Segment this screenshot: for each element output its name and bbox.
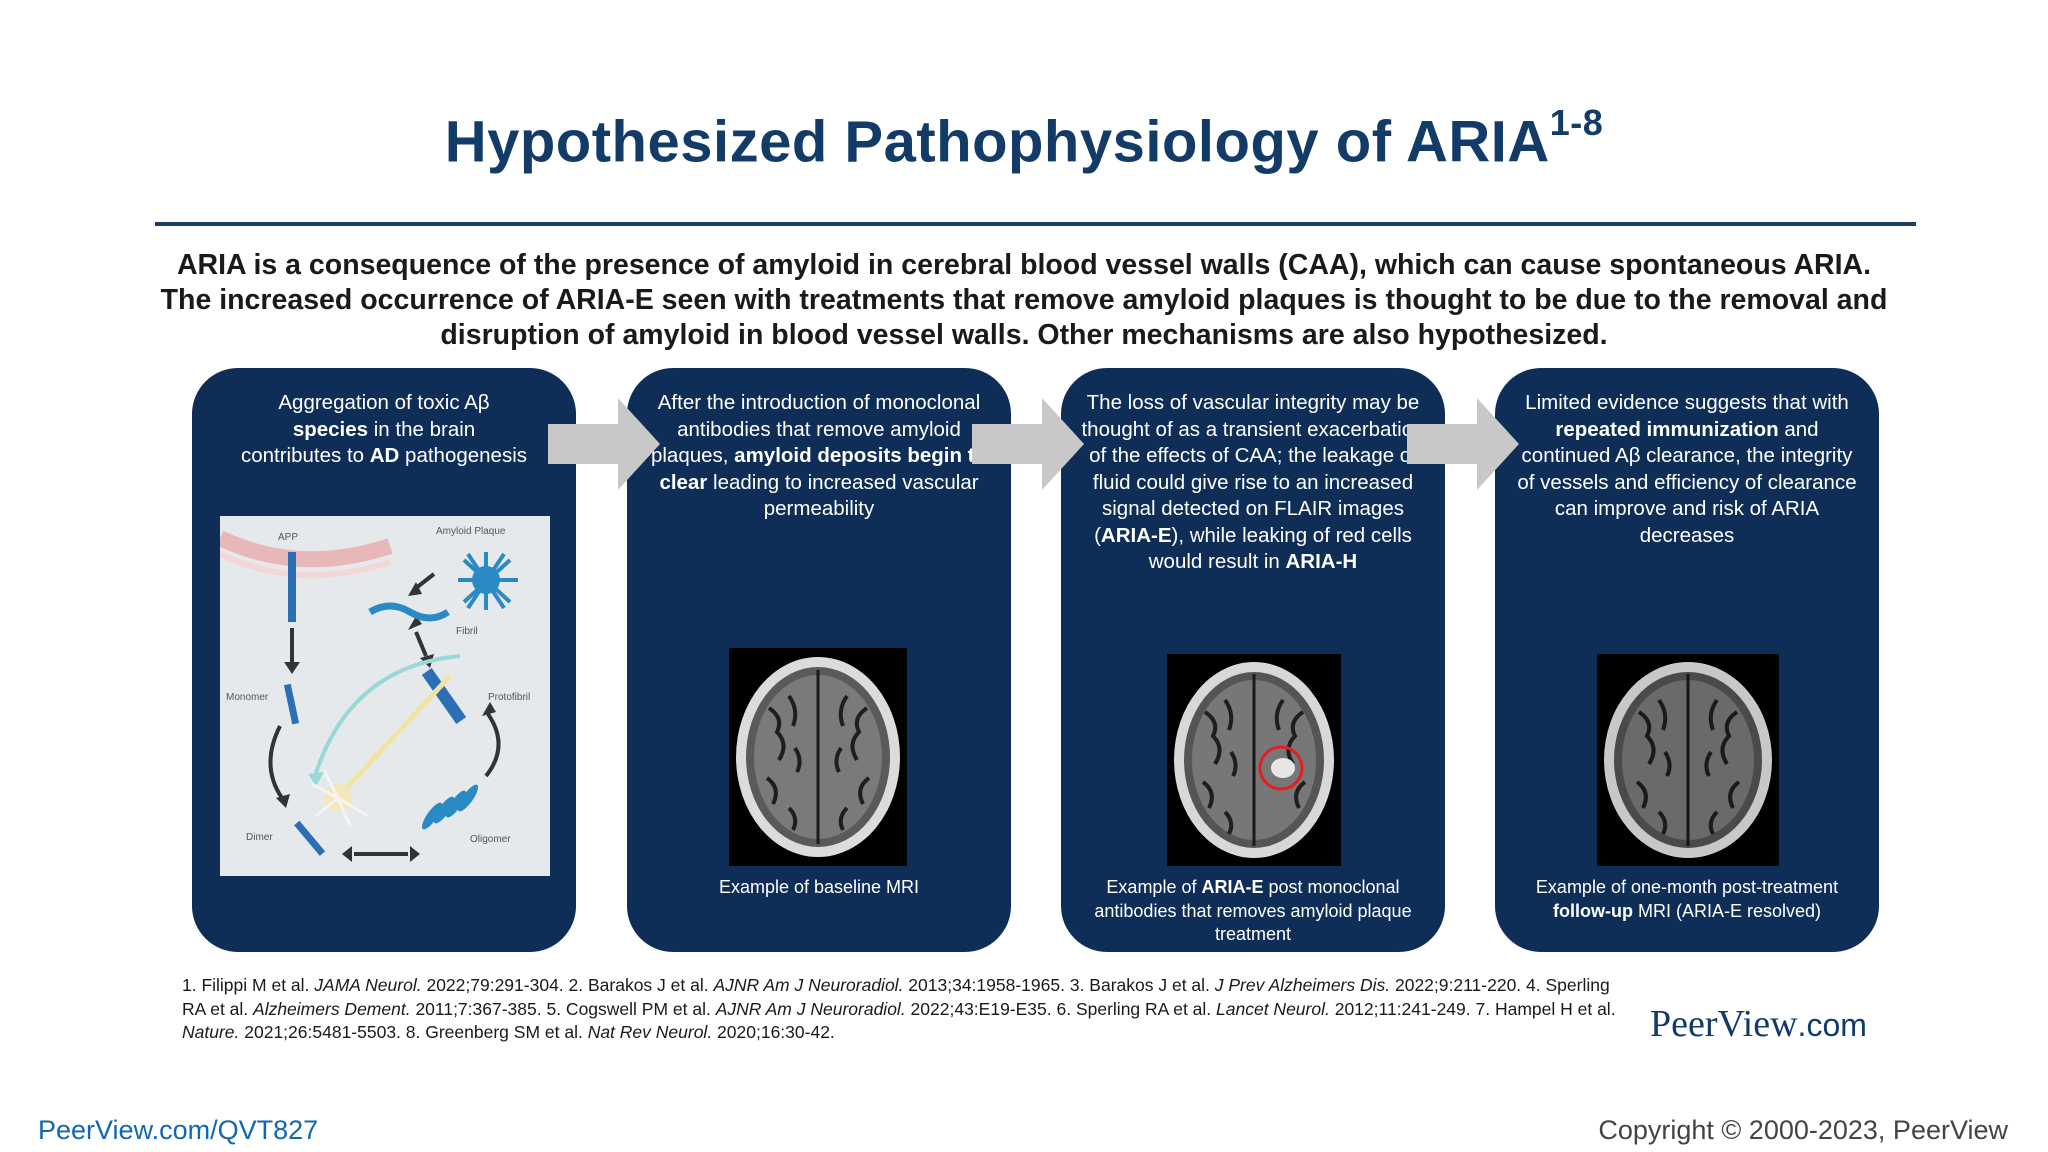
body-text: Example of (1106, 877, 1202, 897)
body-text: Limited evidence suggests that with (1525, 391, 1849, 414)
aria-e-lesion-highlight (1258, 745, 1304, 791)
fibril-mark (368, 602, 450, 622)
journal-name: AJNR Am J Neuroradiol. (715, 998, 906, 1019)
flow-arrow-1 (548, 398, 660, 490)
slide-title-text: Hypothesized Pathophysiology of ARIA (444, 109, 1550, 175)
body-text: leading to increased vascular permeabili… (707, 470, 979, 521)
reference-text: 1. Filippi M et al. (182, 975, 315, 995)
reference-text: 2012;11:241-249. 7. Hampel H et al. (1329, 998, 1616, 1019)
panel-vascular-integrity: The loss of vascular integrity may be th… (1061, 368, 1445, 952)
reference-text: 2022;79:291-304. 2. Barakos J et al. (421, 975, 714, 995)
body-text: in the brain contributes to (240, 417, 476, 468)
panel-text: Limited evidence suggests that with repe… (1515, 390, 1859, 549)
amyloid-plaque-mark (458, 552, 518, 610)
reference-text: 2022;9:211-220. 4. Sperling RA et al. (182, 975, 1610, 1019)
protofibril-mark (421, 667, 467, 725)
body-text: pathogenesis (399, 444, 528, 467)
body-text: Example of one-month post-treatment (1535, 877, 1839, 897)
emphasis-text: amyloid deposits begin to clear (659, 444, 988, 494)
slide-title-superscript: 1-8 (1549, 102, 1604, 143)
aria-e-mri-image (1167, 654, 1341, 866)
emphasis-text: ARIA-E (1100, 523, 1172, 547)
dimer-mark (294, 820, 326, 856)
title-divider (155, 222, 1916, 226)
journal-name: Alzheimers Dement. (253, 998, 411, 1019)
label-fibril: Fibril (456, 626, 478, 637)
image-caption: Example of ARIA-E post monoclonal antibo… (1075, 876, 1431, 947)
panel-aggregation: Aggregation of toxic Aβ species in the b… (192, 368, 576, 952)
mri-svg (1604, 662, 1772, 858)
body-text: Aggregation of toxic Aβ (278, 391, 490, 414)
baseline-mri-image (729, 648, 907, 866)
brand-name: PeerView (1650, 1003, 1798, 1045)
label-amyloid-plaque: Amyloid Plaque (436, 526, 506, 537)
monomer-mark (283, 683, 300, 725)
body-text: and continued Aβ clearance, the integrit… (1517, 417, 1857, 547)
panel-text: After the introduction of monoclonal ant… (647, 390, 991, 523)
panel-repeated-immunization: Limited evidence suggests that with repe… (1495, 368, 1879, 952)
body-text: After the introduction of monoclonal ant… (650, 391, 981, 467)
copyright-notice: Copyright © 2000-2023, PeerView (1598, 1115, 2008, 1145)
label-app: APP (278, 532, 298, 543)
body-text: The loss of vascular integrity may be th… (1081, 391, 1425, 547)
emphasis-text: species (292, 417, 369, 441)
reference-text: 2021;26:5481-5503. 8. Greenberg SM et al… (239, 1022, 588, 1042)
footer-link[interactable]: PeerView.com/QVT827 (38, 1115, 319, 1145)
reference-text: 2022;43:E19-E35. 6. Sperling RA et al. (905, 998, 1217, 1019)
label-dimer: Dimer (246, 832, 273, 843)
follow-up-mri-image (1597, 654, 1779, 866)
image-caption: Example of baseline MRI (641, 876, 997, 900)
mri-svg (1174, 662, 1334, 858)
journal-name: Nature. (182, 1022, 240, 1042)
brand-suffix: .com (1797, 1007, 1867, 1043)
app-protein-mark (288, 552, 296, 622)
journal-name: JAMA Neurol. (314, 975, 422, 995)
flow-arrow-2 (972, 398, 1084, 490)
body-text: ), while leaking of red cells would resu… (1148, 523, 1412, 574)
panel-antibody-clearance: After the introduction of monoclonal ant… (627, 368, 1011, 952)
body-text: post monoclonal antibodies that removes … (1094, 877, 1412, 944)
reference-text: 2020;16:30-42. (712, 1022, 835, 1042)
journal-name: J Prev Alzheimers Dis. (1214, 975, 1391, 995)
mri-svg (736, 657, 900, 857)
panel-text: The loss of vascular integrity may be th… (1081, 390, 1425, 576)
label-protofibril: Protofibril (488, 692, 530, 703)
journal-name: AJNR Am J Neuroradiol. (713, 975, 904, 995)
intro-statement: ARIA is a consequence of the presence of… (160, 249, 1888, 351)
body-text: MRI (ARIA-E resolved) (1632, 900, 1822, 921)
panel-text: Aggregation of toxic Aβ species in the b… (212, 390, 556, 470)
oligomer-mark (421, 784, 479, 830)
reference-text: 2011;7:367-385. 5. Cogswell PM et al. (410, 998, 716, 1019)
amyloid-cascade-svg: APP Monomer Dimer Oligomer (216, 526, 530, 862)
journal-name: Nat Rev Neurol. (587, 1022, 713, 1042)
reference-text: 2013;34:1958-1965. 3. Barakos J et al. (903, 975, 1215, 995)
amyloid-cascade-diagram: APP Monomer Dimer Oligomer (216, 516, 550, 876)
emphasis-text: repeated immunization (1555, 417, 1779, 441)
peerview-logo: PeerView.com (1650, 1002, 1867, 1046)
references: 1. Filippi M et al. JAMA Neurol. 2022;79… (182, 974, 1622, 1045)
emphasis-text: ARIA-H (1285, 550, 1358, 573)
label-oligomer: Oligomer (470, 834, 511, 845)
body-text: Example of baseline MRI (718, 877, 920, 897)
emphasis-text: follow-up (1552, 900, 1633, 921)
journal-name: Lancet Neurol. (1216, 998, 1330, 1019)
slide-title: Hypothesized Pathophysiology of ARIA1-8 (0, 102, 2048, 175)
image-caption: Example of one-month post-treatment foll… (1509, 876, 1865, 923)
emphasis-text: AD (369, 444, 400, 467)
emphasis-text: ARIA-E (1201, 877, 1264, 897)
label-monomer: Monomer (226, 692, 269, 703)
flow-arrow-3 (1407, 398, 1519, 490)
